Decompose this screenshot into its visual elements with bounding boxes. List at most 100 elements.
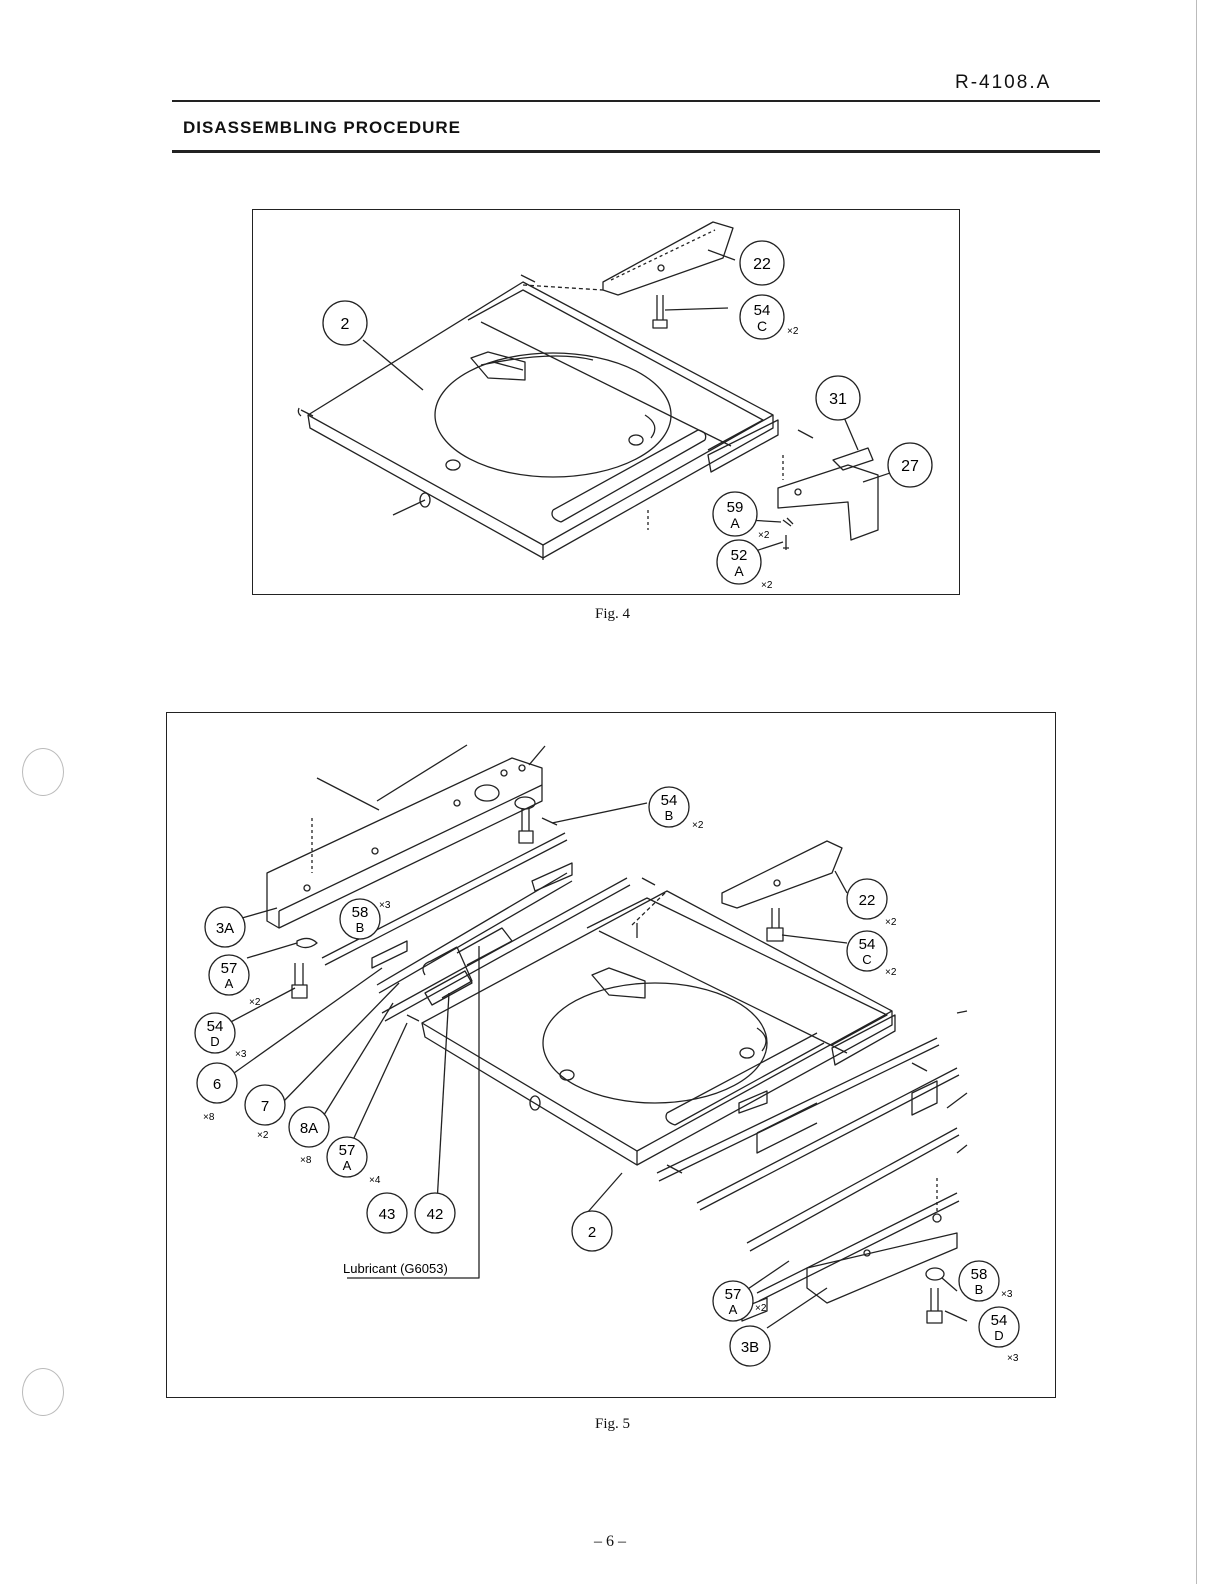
svg-text:2: 2 (341, 316, 350, 333)
svg-text:59: 59 (727, 499, 744, 516)
svg-text:×8: ×8 (300, 1155, 312, 1166)
svg-text:58: 58 (971, 1266, 988, 1283)
svg-text:6: 6 (213, 1076, 221, 1093)
svg-text:54: 54 (859, 936, 876, 953)
callout-6: 6 ×8 (197, 1063, 237, 1123)
figure-4-caption: Fig. 4 (595, 606, 630, 623)
svg-text:42: 42 (427, 1206, 444, 1223)
svg-text:58: 58 (352, 904, 369, 921)
svg-text:D: D (994, 1328, 1003, 1343)
callout-3a: 3A (205, 907, 245, 947)
callout-54c: 54 C ×2 (740, 295, 799, 339)
figure-5-frame: 54 B ×2 22 ×2 54 C ×2 3A 58 B ×3 57 A ×2… (166, 712, 1056, 1398)
svg-text:A: A (729, 1302, 738, 1317)
callout-2: 2 (572, 1211, 612, 1251)
svg-text:×8: ×8 (203, 1112, 215, 1123)
svg-text:57: 57 (725, 1286, 742, 1303)
callout-54d-right: 54 D ×3 (979, 1307, 1019, 1364)
circle-clamp (592, 968, 645, 998)
page-edge-line (1196, 0, 1197, 1584)
callout-22: 22 ×2 (847, 879, 897, 928)
svg-text:54: 54 (991, 1312, 1008, 1329)
part-54c-screw (653, 295, 667, 328)
svg-text:×2: ×2 (787, 326, 799, 337)
figure-4-frame: 2 22 54 C ×2 31 27 59 A ×2 52 A ×2 (252, 209, 960, 595)
part-54d-screw-right (927, 1288, 942, 1323)
plate-circle-opening (543, 983, 767, 1103)
header-rule-bottom (172, 150, 1100, 153)
svg-text:7: 7 (261, 1098, 269, 1115)
svg-text:A: A (225, 976, 234, 991)
part-54d-screw-left (292, 963, 307, 998)
section-title: DISASSEMBLING PROCEDURE (183, 118, 461, 138)
svg-text:B: B (665, 808, 674, 823)
right-strip-4 (757, 1193, 959, 1301)
svg-text:57: 57 (339, 1142, 356, 1159)
callout-54c: 54 C ×2 (847, 931, 897, 978)
svg-text:A: A (343, 1158, 352, 1173)
page-number: – 6 – (594, 1533, 626, 1551)
plate-top-strip (468, 290, 763, 450)
svg-text:×2: ×2 (755, 1303, 767, 1314)
left-strip-3 (382, 878, 630, 1021)
callout-42: 42 (415, 1193, 455, 1233)
part-22-bracket (722, 841, 842, 908)
svg-text:×2: ×2 (885, 967, 897, 978)
callout-58b-right: 58 B ×3 (959, 1261, 1013, 1301)
callout-27: 27 (888, 443, 932, 487)
svg-text:8A: 8A (300, 1120, 318, 1137)
svg-text:B: B (356, 920, 365, 935)
svg-text:31: 31 (829, 391, 847, 408)
part-54c-screw (767, 908, 783, 941)
svg-text:×3: ×3 (1007, 1353, 1019, 1364)
svg-text:C: C (757, 318, 767, 334)
callout-22: 22 (740, 241, 784, 285)
svg-text:×2: ×2 (257, 1130, 269, 1141)
svg-text:×2: ×2 (758, 530, 770, 541)
base-plate-outline (308, 282, 773, 545)
svg-text:×2: ×2 (761, 580, 773, 591)
svg-text:A: A (734, 563, 744, 579)
svg-text:×2: ×2 (692, 820, 704, 831)
lubricant-label: Lubricant (G6053) (343, 1261, 448, 1276)
callout-31: 31 (816, 376, 860, 420)
callout-7: 7 ×2 (245, 1085, 285, 1141)
svg-text:×4: ×4 (369, 1175, 381, 1186)
figure-4-drawing: 2 22 54 C ×2 31 27 59 A ×2 52 A ×2 (253, 210, 958, 593)
svg-text:22: 22 (753, 256, 771, 273)
callout-54b: 54 B ×2 (649, 787, 704, 831)
callout-3b: 3B (730, 1326, 770, 1366)
base-plate-outline (422, 891, 892, 1151)
punch-hole-bottom (22, 1368, 64, 1416)
figure-5-caption: Fig. 5 (595, 1416, 630, 1433)
svg-text:×3: ×3 (1001, 1289, 1013, 1300)
svg-text:×2: ×2 (249, 997, 261, 1008)
part-54b-screw (519, 808, 533, 843)
callout-57a-left: 57 A ×2 (209, 955, 261, 1008)
callout-59a: 59 A ×2 (713, 492, 770, 541)
svg-text:×3: ×3 (379, 900, 391, 911)
callout-58b: 58 B ×3 (340, 899, 391, 939)
callout-2: 2 (323, 301, 367, 345)
punch-hole-top (22, 748, 64, 796)
svg-text:×2: ×2 (885, 917, 897, 928)
svg-text:D: D (210, 1034, 219, 1049)
svg-text:52: 52 (731, 547, 748, 564)
svg-text:A: A (730, 515, 740, 531)
svg-text:2: 2 (588, 1224, 596, 1241)
part-22-bracket (603, 222, 733, 295)
svg-text:57: 57 (221, 960, 238, 977)
svg-text:×3: ×3 (235, 1049, 247, 1060)
svg-text:3B: 3B (741, 1339, 759, 1356)
svg-text:54: 54 (661, 792, 678, 809)
base-plate-edge (422, 1011, 892, 1165)
callout-54d-left: 54 D ×3 (195, 1013, 247, 1060)
svg-text:54: 54 (207, 1018, 224, 1035)
svg-text:B: B (975, 1282, 984, 1297)
plate-circle-opening (435, 353, 671, 477)
figure-5-drawing: 54 B ×2 22 ×2 54 C ×2 3A 58 B ×3 57 A ×2… (167, 713, 1054, 1396)
header-rule-top (172, 100, 1100, 102)
callout-8a: 8A ×8 (289, 1107, 329, 1166)
svg-text:22: 22 (859, 892, 876, 909)
right-strip-3 (747, 1128, 959, 1251)
